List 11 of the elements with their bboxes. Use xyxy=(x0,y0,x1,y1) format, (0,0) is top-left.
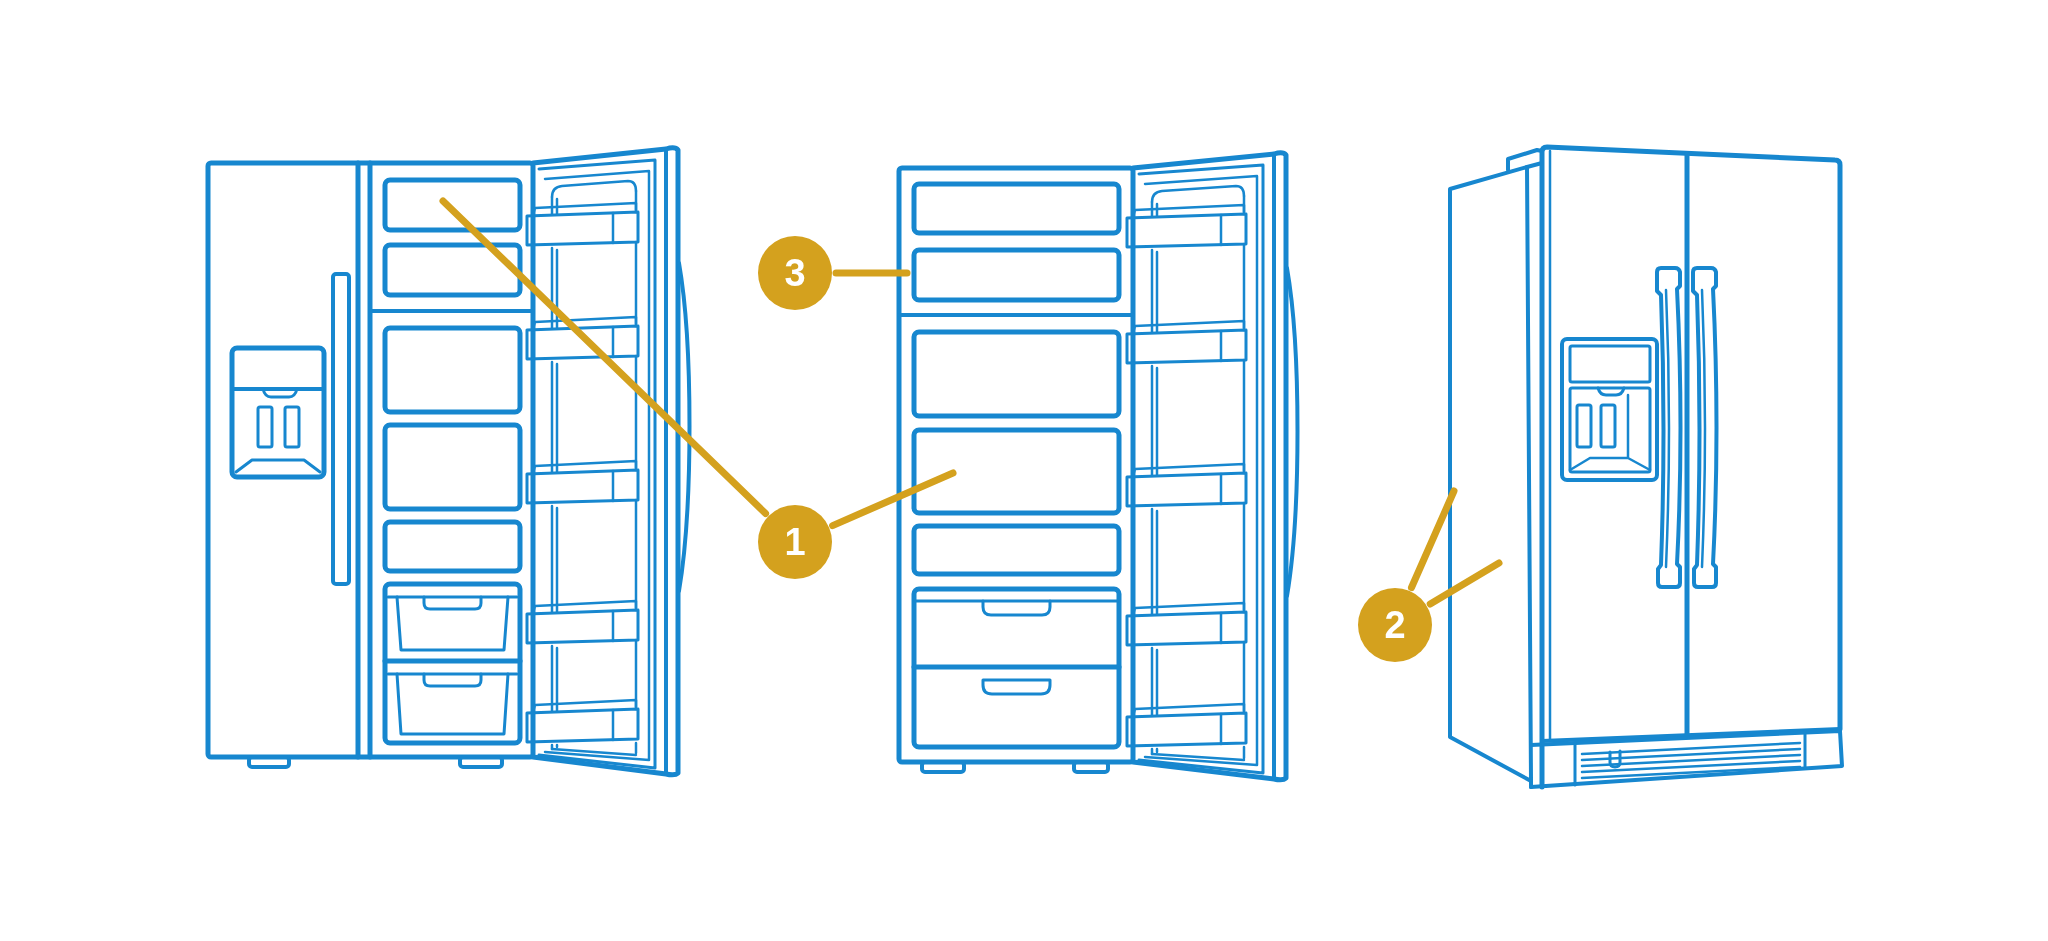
shelf-compartment xyxy=(382,177,523,233)
leader-line xyxy=(1408,487,1458,591)
leader-line xyxy=(832,269,911,277)
callout-number: 3 xyxy=(758,236,832,310)
shelf-compartment xyxy=(911,247,1122,303)
leader-line xyxy=(1426,559,1503,608)
leader-line xyxy=(439,197,770,517)
side-panel xyxy=(1448,165,1533,783)
shelf-compartment xyxy=(911,427,1122,516)
callout-number: 2 xyxy=(1358,588,1432,662)
callout-number: 1 xyxy=(758,505,832,579)
